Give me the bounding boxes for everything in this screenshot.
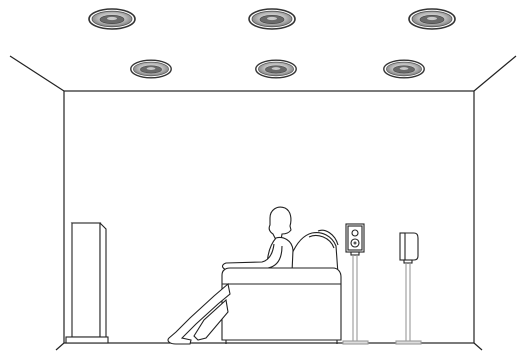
tower-speaker	[65, 222, 109, 344]
ceiling-speaker-rear-center	[255, 59, 297, 79]
ceiling-speakers	[88, 8, 456, 79]
back-wall	[63, 90, 475, 344]
person-head	[268, 206, 292, 241]
ceiling-speaker-rear-right	[383, 59, 425, 79]
bookshelf-speaker-on-stand	[342, 223, 369, 345]
room-outline	[9, 55, 517, 351]
person-legs	[167, 282, 231, 345]
ceiling-speaker-front-right	[408, 8, 456, 30]
chair-seat	[221, 267, 342, 341]
ceiling-speaker-rear-left	[130, 59, 172, 79]
person-arm	[221, 243, 283, 271]
ceiling-speaker-front-center	[248, 8, 296, 30]
rear-speaker-on-stand	[395, 232, 422, 345]
listener-armchair	[167, 206, 342, 345]
floor-left-diagonal	[55, 342, 65, 351]
ceiling-speaker-front-left	[88, 8, 136, 30]
floor-right-diagonal	[473, 342, 483, 351]
ceiling-left-diagonal	[9, 55, 65, 92]
chair-headrest	[317, 229, 339, 246]
ceiling-right-diagonal	[473, 55, 517, 92]
